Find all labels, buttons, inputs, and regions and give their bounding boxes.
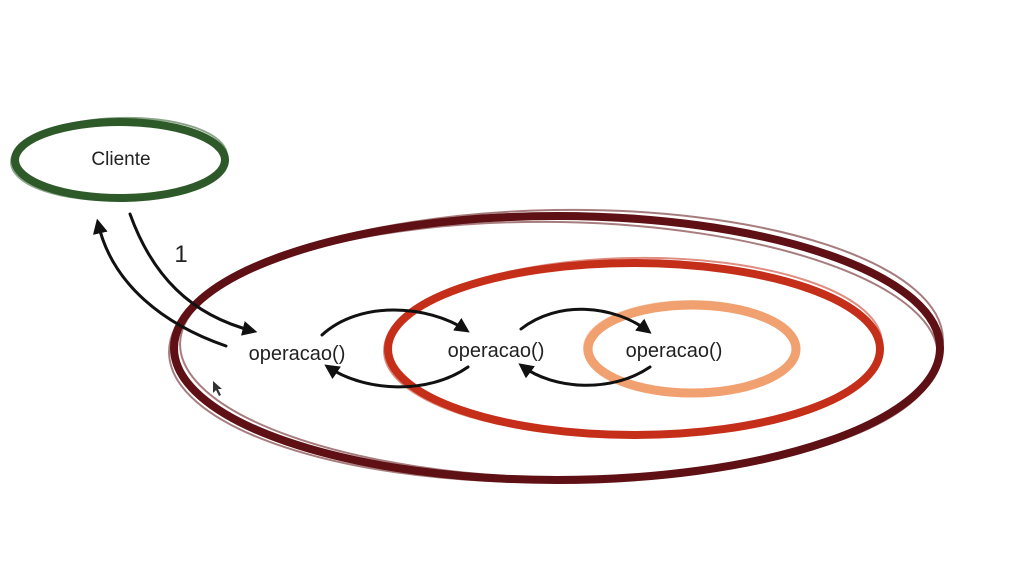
client-label: Cliente: [91, 149, 150, 170]
operation-label-inner: operacao(): [626, 340, 723, 362]
middle-ellipse-rough: [383, 256, 883, 438]
operation-label-outer: operacao(): [249, 343, 346, 365]
arrow-client-to-outer: [128, 212, 258, 336]
middle-layer-ellipse: [383, 256, 884, 439]
step-number-label: 1: [174, 241, 187, 268]
outer-layer-ellipse: [168, 208, 944, 484]
client-ellipse-rough: [10, 116, 228, 202]
outer-ellipse-rough-2: [179, 220, 939, 480]
outer-ellipse-stroke: [170, 212, 944, 484]
inner-layer-ellipse: [583, 300, 801, 398]
inner-ellipse-stroke: [583, 300, 801, 398]
outer-ellipse-rough: [168, 208, 944, 484]
client-ellipse-stroke: [11, 118, 229, 202]
inner-ellipse-rough: [583, 300, 799, 396]
client-ellipse: [10, 116, 229, 202]
arrow-middle-to-outer: [324, 364, 470, 389]
operation-label-middle: operacao(): [448, 340, 545, 362]
arrow-outer-to-middle: [320, 308, 470, 337]
mouse-cursor-icon: [213, 381, 222, 396]
arrow-middle-to-inner: [519, 307, 652, 334]
arrow-outer-to-client: [93, 218, 228, 348]
arrow-inner-to-middle: [518, 363, 652, 387]
